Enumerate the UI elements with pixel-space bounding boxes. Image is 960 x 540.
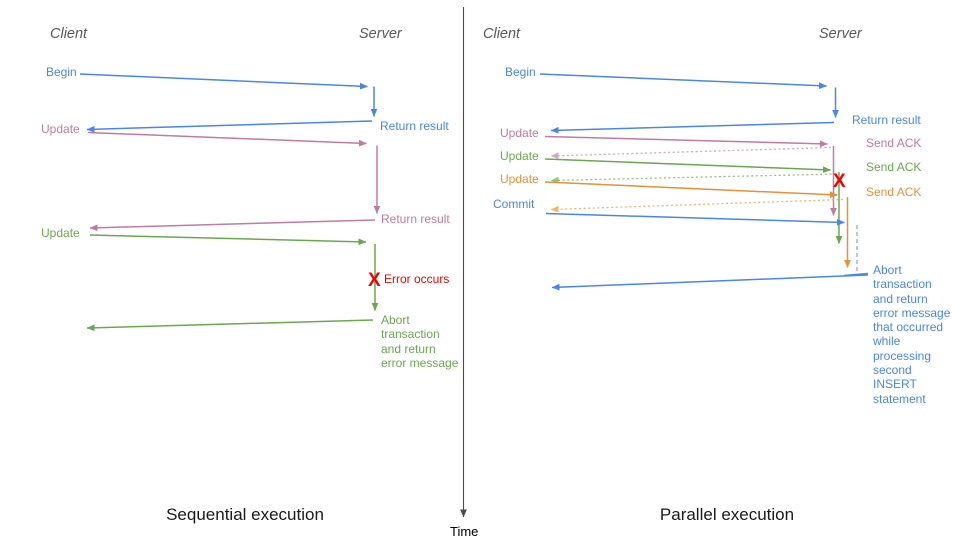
right-update-2-label: Update — [500, 149, 539, 163]
right-send-ack-2-label: Send ACK — [866, 160, 922, 174]
right-panel-arrows — [539, 73, 869, 291]
right-commit-label: Commit — [493, 197, 535, 211]
right-send-ack-2-dotted-arrow — [550, 173, 837, 184]
right-client-header: Client — [483, 26, 521, 42]
left-panel-arrows — [79, 73, 381, 332]
right-server-header: Server — [819, 26, 862, 42]
left-abort-label: Abort transaction and return error messa… — [381, 313, 459, 370]
right-update-3-request-arrow — [544, 181, 838, 199]
right-begin-label: Begin — [505, 65, 536, 79]
right-update-1-label: Update — [500, 126, 539, 140]
left-client-header: Client — [50, 26, 88, 42]
left-update-2-request-arrow — [89, 234, 367, 246]
right-error-x-mark: X — [833, 171, 846, 192]
right-commit-request-arrow — [545, 212, 845, 226]
left-panel-title: Sequential execution — [166, 505, 324, 524]
left-error-x-mark: X — [368, 270, 381, 291]
right-abort-return-arrow — [551, 274, 869, 291]
left-update-1-label: Update — [41, 122, 80, 136]
left-return-result-2-arrow — [89, 219, 376, 232]
right-abort-label: Abort transaction and return error messa… — [873, 263, 951, 406]
right-send-ack-3-label: Send ACK — [866, 185, 922, 199]
left-update-1-request-arrow — [87, 131, 367, 147]
left-update-2-label: Update — [41, 226, 80, 240]
left-return-result-1-label: Return result — [380, 119, 449, 133]
right-panel-title: Parallel execution — [659, 505, 795, 524]
left-begin-label: Begin — [46, 65, 77, 79]
right-send-ack-1-dotted-arrow — [550, 146, 832, 160]
right-begin-request-arrow — [539, 73, 827, 90]
right-update-1-request-arrow — [544, 135, 828, 148]
left-abort-return-arrow — [86, 319, 374, 332]
left-begin-request-arrow — [79, 73, 368, 90]
right-update-2-request-arrow — [544, 158, 831, 174]
right-send-ack-1-label: Send ACK — [866, 136, 922, 150]
right-return-result-label: Return result — [852, 113, 921, 127]
right-send-ack-3-dotted-arrow — [550, 198, 844, 213]
right-return-result-arrow — [550, 121, 835, 134]
time-axis-label: Time — [450, 524, 479, 539]
left-server-header: Server — [359, 26, 402, 42]
left-return-result-1-arrow — [86, 120, 373, 133]
right-update-3-label: Update — [500, 172, 539, 186]
left-error-occurs-label: Error occurs — [384, 272, 450, 286]
left-return-result-2-label: Return result — [381, 212, 450, 226]
